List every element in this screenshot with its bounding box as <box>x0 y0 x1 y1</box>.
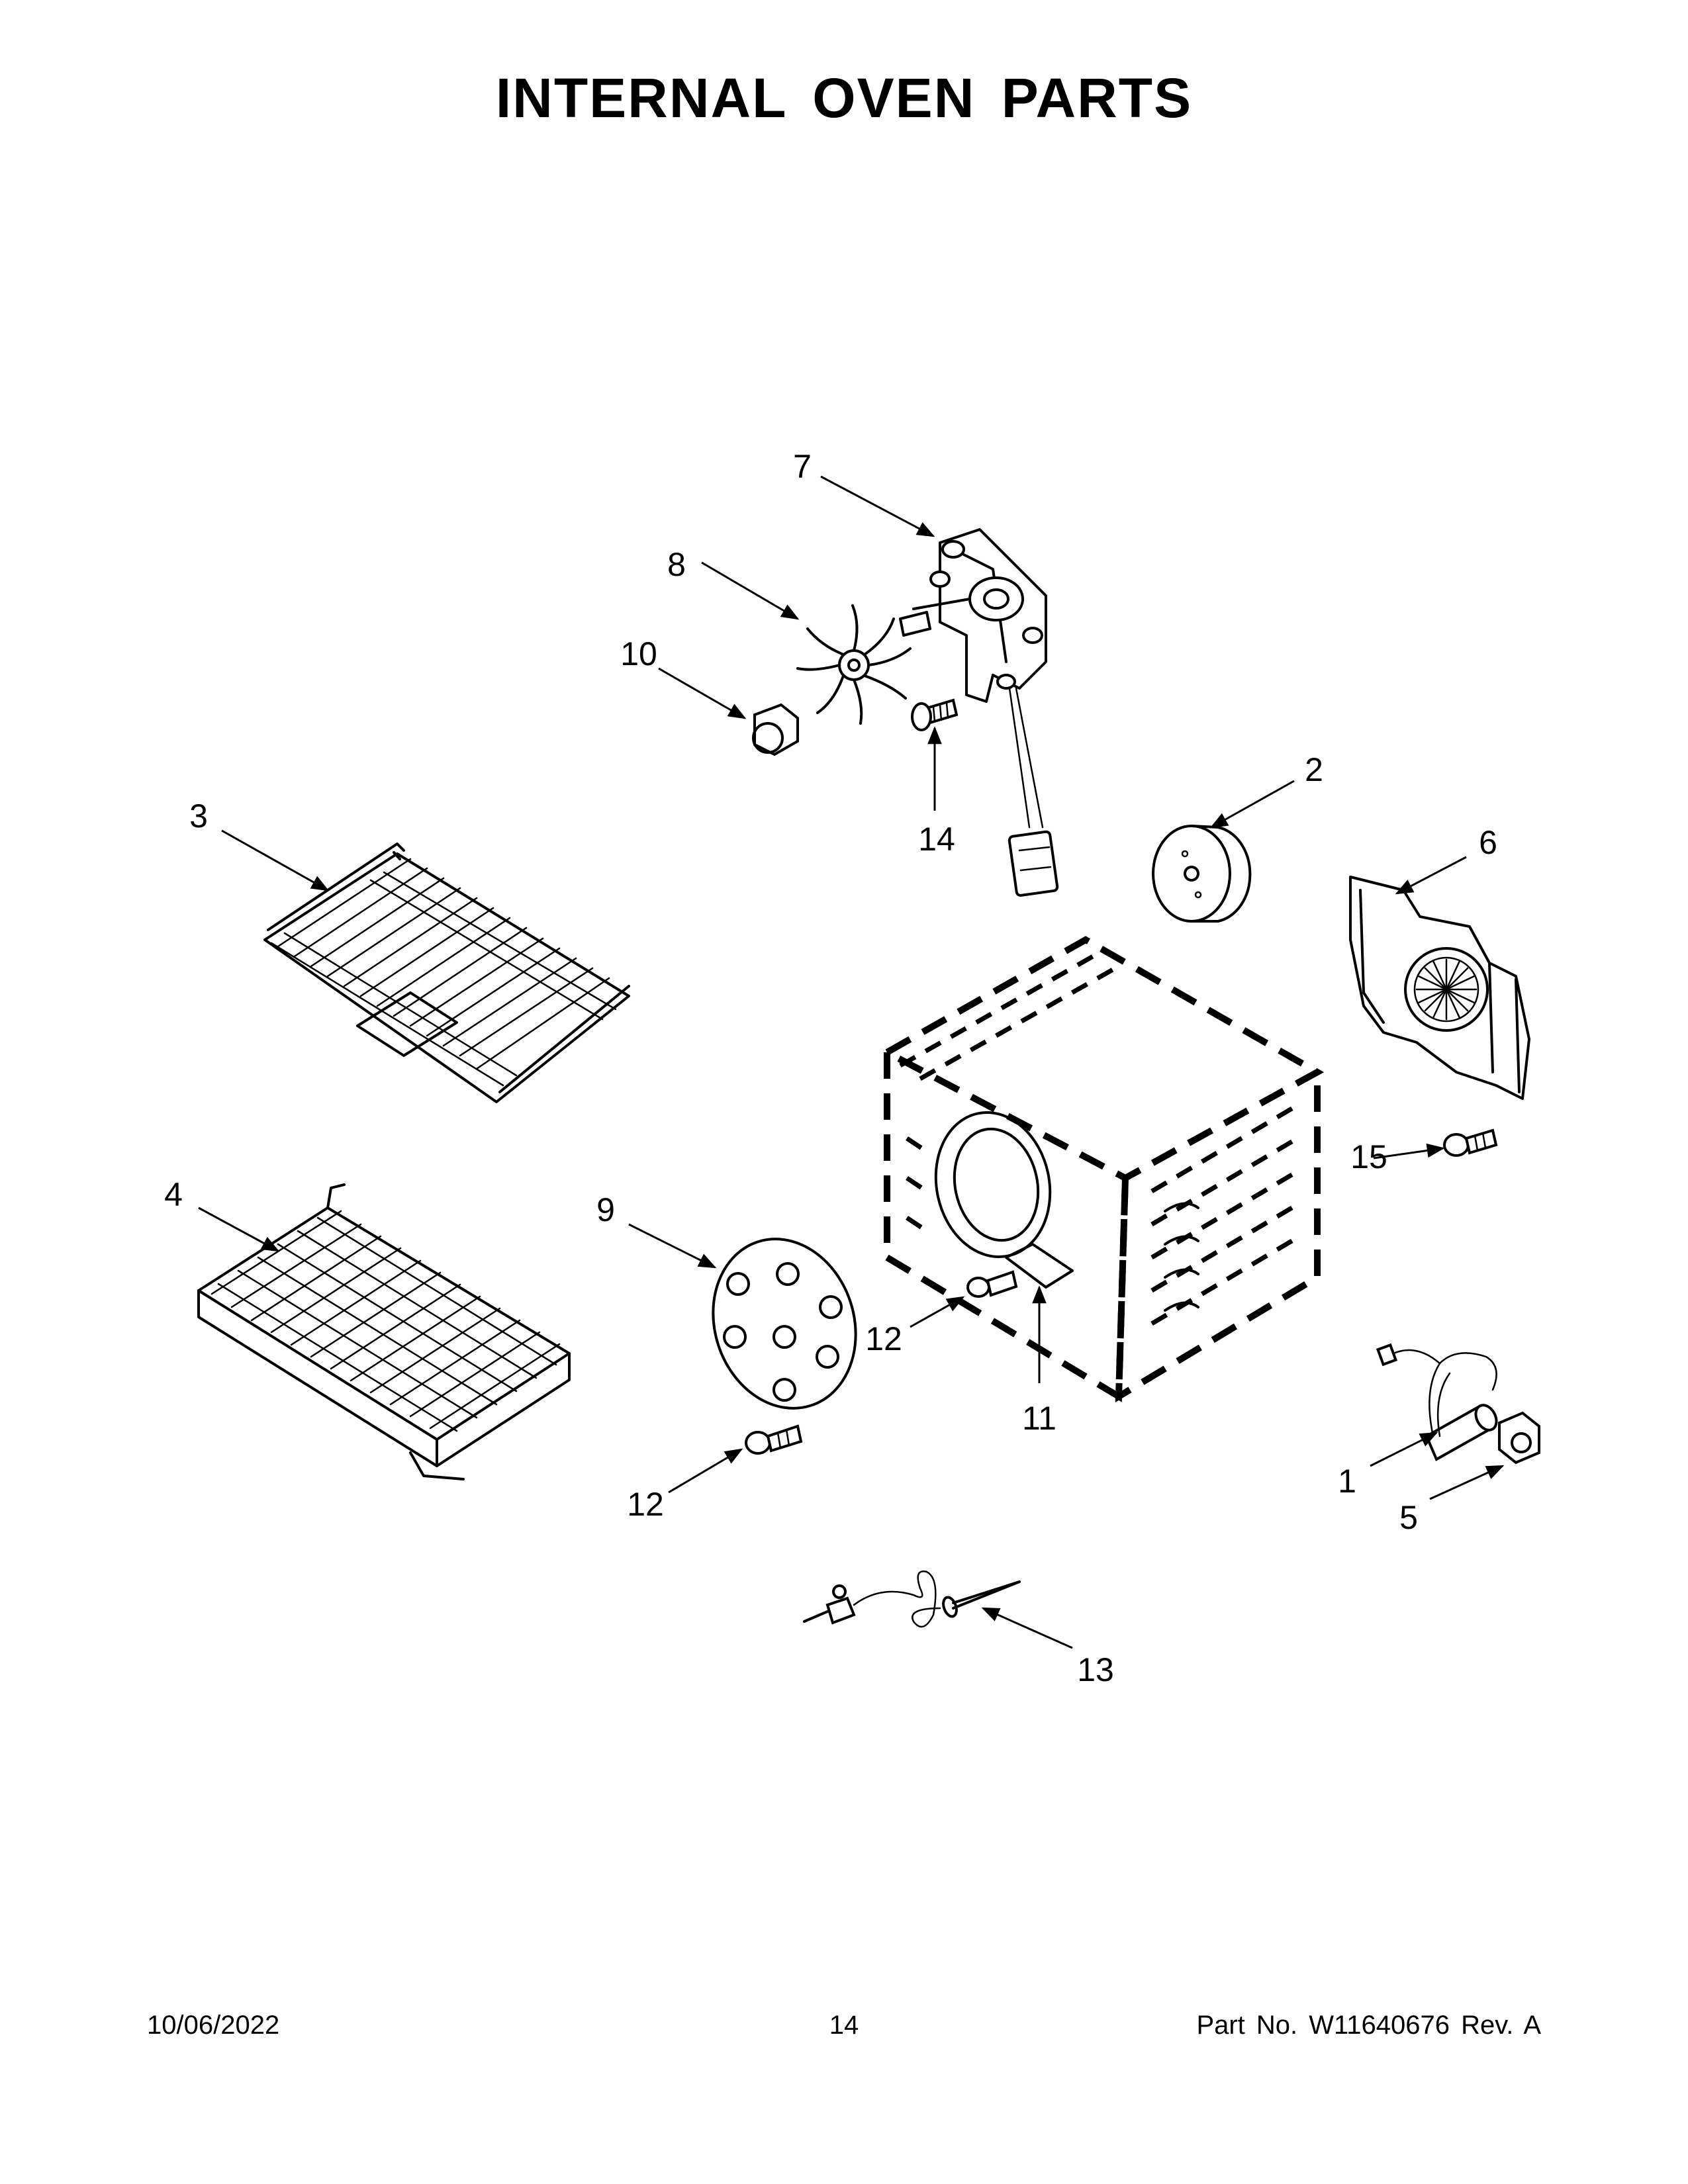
callout-4: 4 <box>164 1176 183 1213</box>
page-title: INTERNAL OVEN PARTS <box>495 67 1193 129</box>
part-1-sensor-drawing <box>1376 1343 1498 1461</box>
leader-12-upper <box>910 1296 965 1328</box>
leader-10 <box>658 667 747 719</box>
callout-labels: 7 8 10 14 2 6 3 4 9 12 11 15 1 5 12 13 <box>164 448 1497 1688</box>
part-3-oven-rack-drawing <box>263 842 630 1103</box>
leader-5 <box>1429 1465 1505 1500</box>
callout-12-lower: 12 <box>627 1486 664 1523</box>
callout-7: 7 <box>793 448 812 485</box>
leader-4 <box>198 1206 280 1252</box>
callout-13: 13 <box>1077 1651 1114 1688</box>
leader-lines <box>198 475 1505 1649</box>
leader-3 <box>221 829 330 891</box>
leader-6 <box>1395 856 1467 895</box>
callout-6: 6 <box>1479 824 1497 861</box>
callout-14: 14 <box>918 821 955 858</box>
leader-7 <box>820 475 935 537</box>
part-14-screw-drawing <box>911 698 959 731</box>
part-8-fan-blade-drawing <box>796 604 912 725</box>
part-5-nut-drawing <box>1498 1411 1540 1465</box>
footer-page-number: 14 <box>829 2011 859 2040</box>
callout-5: 5 <box>1399 1499 1418 1536</box>
leader-8 <box>701 561 800 620</box>
leader-15 <box>1373 1143 1445 1160</box>
part-13-meat-probe-drawing <box>803 1570 1021 1628</box>
leader-9 <box>628 1223 717 1269</box>
part-7-fan-motor-drawing <box>899 528 1059 897</box>
part-6-fan-baffle-drawing <box>1349 876 1530 1100</box>
footer-date: 10/06/2022 <box>147 2011 280 2040</box>
part-2-disc-drawing <box>1152 825 1252 923</box>
leader-1 <box>1370 1432 1438 1467</box>
leader-13 <box>981 1607 1073 1649</box>
part-9-gasket-plate-drawing <box>712 1238 857 1410</box>
callout-9: 9 <box>596 1191 615 1228</box>
part-15-screw-drawing <box>1443 1128 1498 1157</box>
callout-2: 2 <box>1305 751 1323 788</box>
part-12-upper-screw-drawing <box>966 1270 1018 1298</box>
part-4-sliding-rack-drawing <box>197 1183 571 1480</box>
leader-12-lower <box>668 1448 743 1494</box>
callout-8: 8 <box>667 546 686 583</box>
callout-10: 10 <box>620 635 657 672</box>
callout-15: 15 <box>1350 1138 1387 1175</box>
footer-part-number: Part No. W11640676 Rev. A <box>1196 2011 1541 2040</box>
callout-11: 11 <box>1022 1400 1056 1437</box>
part-12-lower-screw-drawing <box>745 1424 803 1455</box>
part-10-nut-drawing <box>752 703 799 756</box>
callout-1: 1 <box>1338 1463 1356 1500</box>
leader-2 <box>1209 780 1295 829</box>
callout-3: 3 <box>189 797 208 835</box>
part-11-oven-cavity-drawing <box>880 936 1325 1402</box>
callout-12-upper: 12 <box>865 1320 902 1357</box>
